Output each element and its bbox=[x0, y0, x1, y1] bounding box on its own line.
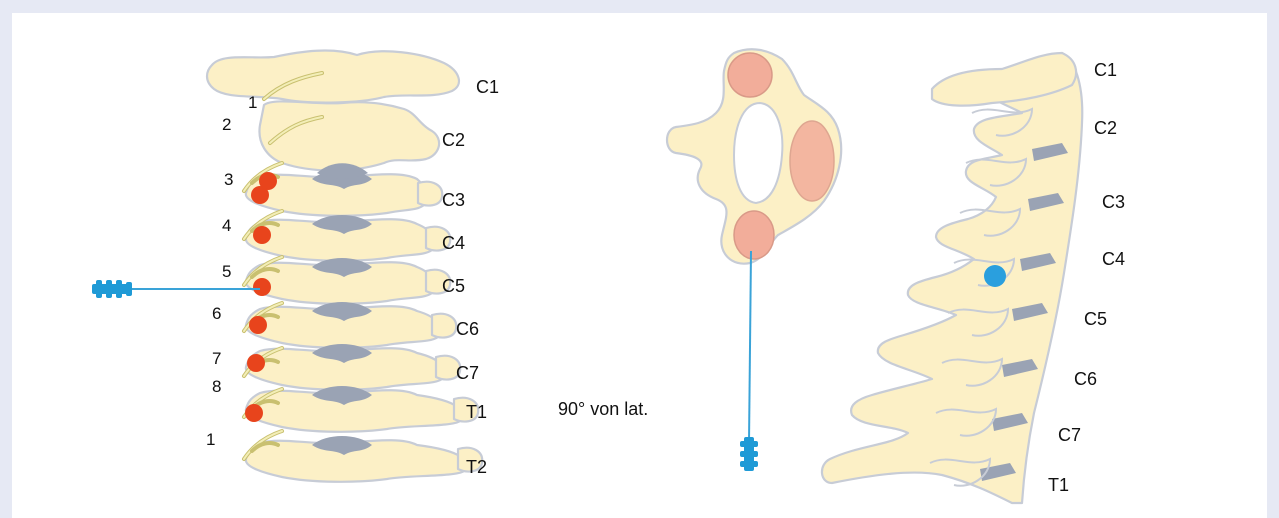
nerve-number-label: 7 bbox=[212, 349, 221, 368]
lateral-label-c7: C7 bbox=[1058, 425, 1081, 445]
transverse-process bbox=[432, 314, 456, 338]
vertebra-label-t2: T2 bbox=[466, 457, 487, 477]
lateral-label-c1: C1 bbox=[1094, 60, 1117, 80]
ablation-target-dot bbox=[253, 226, 271, 244]
lateral-label-c4: C4 bbox=[1102, 249, 1125, 269]
nerve-number-label: 8 bbox=[212, 377, 221, 396]
axial-needle-probe-icon bbox=[740, 437, 758, 471]
lateral-label-c2: C2 bbox=[1094, 118, 1117, 138]
axial-vertebra-view: 90° von lat. bbox=[558, 49, 841, 471]
vertebral-body-facet bbox=[790, 121, 834, 201]
transverse-process bbox=[418, 182, 442, 206]
lateral-spine-outline bbox=[822, 53, 1082, 503]
vertebra-label-c7: C7 bbox=[456, 363, 479, 383]
vertebral-foramen bbox=[734, 103, 782, 203]
ablation-target-dot bbox=[249, 316, 267, 334]
vertebra-label-c6: C6 bbox=[456, 319, 479, 339]
axial-caption: 90° von lat. bbox=[558, 399, 648, 419]
vertebra-c1-anterior bbox=[207, 51, 459, 103]
nerve-number-label: 2 bbox=[222, 115, 231, 134]
lateral-label-c3: C3 bbox=[1102, 192, 1125, 212]
lateral-label-c6: C6 bbox=[1074, 369, 1097, 389]
facet-joint-lower bbox=[734, 211, 774, 259]
vertebra-label-c5: C5 bbox=[442, 276, 465, 296]
nerve-number-label: 1 bbox=[248, 93, 257, 112]
nerve-number-label: 1 bbox=[206, 430, 215, 449]
nerve-number-label: 6 bbox=[212, 304, 221, 323]
ablation-target-dot bbox=[253, 278, 271, 296]
ablation-target-dot bbox=[251, 186, 269, 204]
needle-probe-icon bbox=[92, 280, 132, 298]
vertebra-label-t1: T1 bbox=[466, 402, 487, 422]
axial-needle-line bbox=[749, 251, 751, 443]
lateral-label-t1: T1 bbox=[1048, 475, 1069, 495]
ablation-target-dot bbox=[245, 404, 263, 422]
vertebra-c2-anterior bbox=[259, 101, 439, 170]
vertebra-label-c4: C4 bbox=[442, 233, 465, 253]
nerve-number-label: 4 bbox=[222, 216, 231, 235]
ablation-target-dot bbox=[247, 354, 265, 372]
facet-joint-upper bbox=[728, 53, 772, 97]
vertebra-label-c3: C3 bbox=[442, 190, 465, 210]
target-point-marker bbox=[984, 265, 1006, 287]
vertebra-label-c1: C1 bbox=[476, 77, 499, 97]
nerve-number-label: 5 bbox=[222, 262, 231, 281]
vertebra-label-c2: C2 bbox=[442, 130, 465, 150]
nerve-number-label: 3 bbox=[224, 170, 233, 189]
lateral-label-c5: C5 bbox=[1084, 309, 1107, 329]
